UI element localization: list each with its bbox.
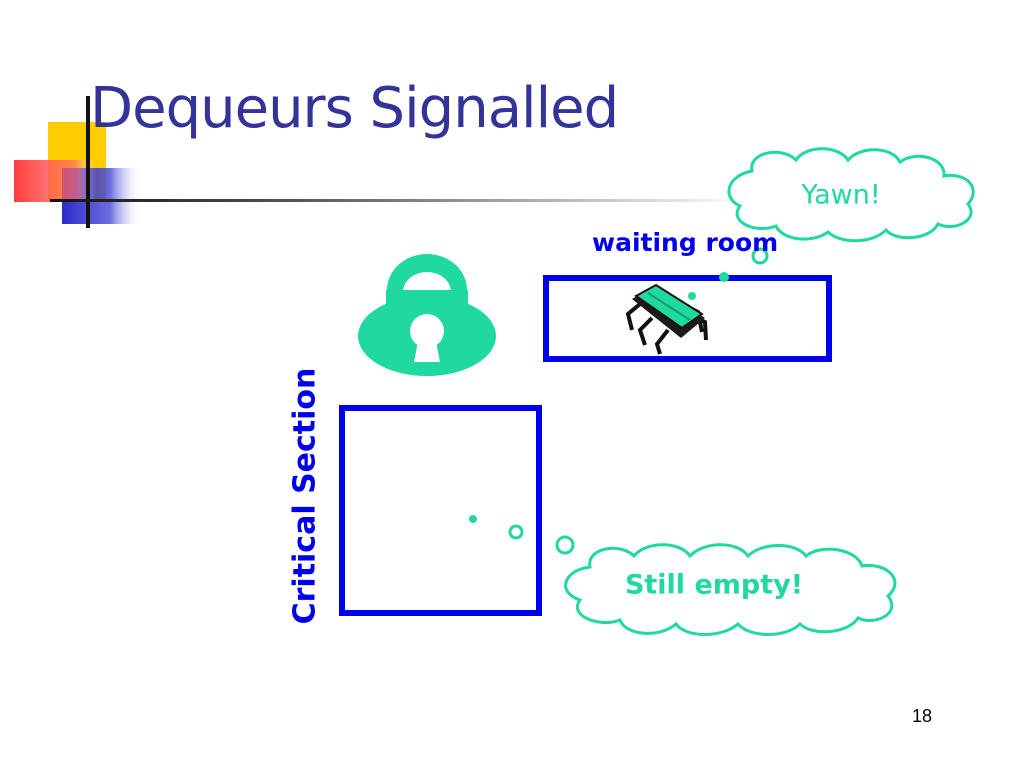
thought-text-empty: Still empty! [624, 569, 804, 601]
thought-trail-empty [469, 515, 575, 555]
page-number: 18 [912, 706, 933, 726]
slide-title: Dequeurs Signalled [90, 76, 619, 141]
thought-trail-yawn [688, 247, 769, 300]
thought-cloud-empty [564, 543, 897, 636]
critical-section-label: Critical Section [287, 367, 323, 625]
corner-decoration [14, 96, 750, 228]
thought-text-yawn: Yawn! [801, 179, 881, 211]
thought-cloud-yawn [727, 147, 975, 243]
critical-section-box [339, 405, 542, 616]
lock-icon [358, 254, 496, 376]
waiting-room-label: waiting room [592, 228, 779, 257]
waiting-room-box [543, 275, 832, 362]
dequeuer-bug-icon [625, 283, 708, 355]
